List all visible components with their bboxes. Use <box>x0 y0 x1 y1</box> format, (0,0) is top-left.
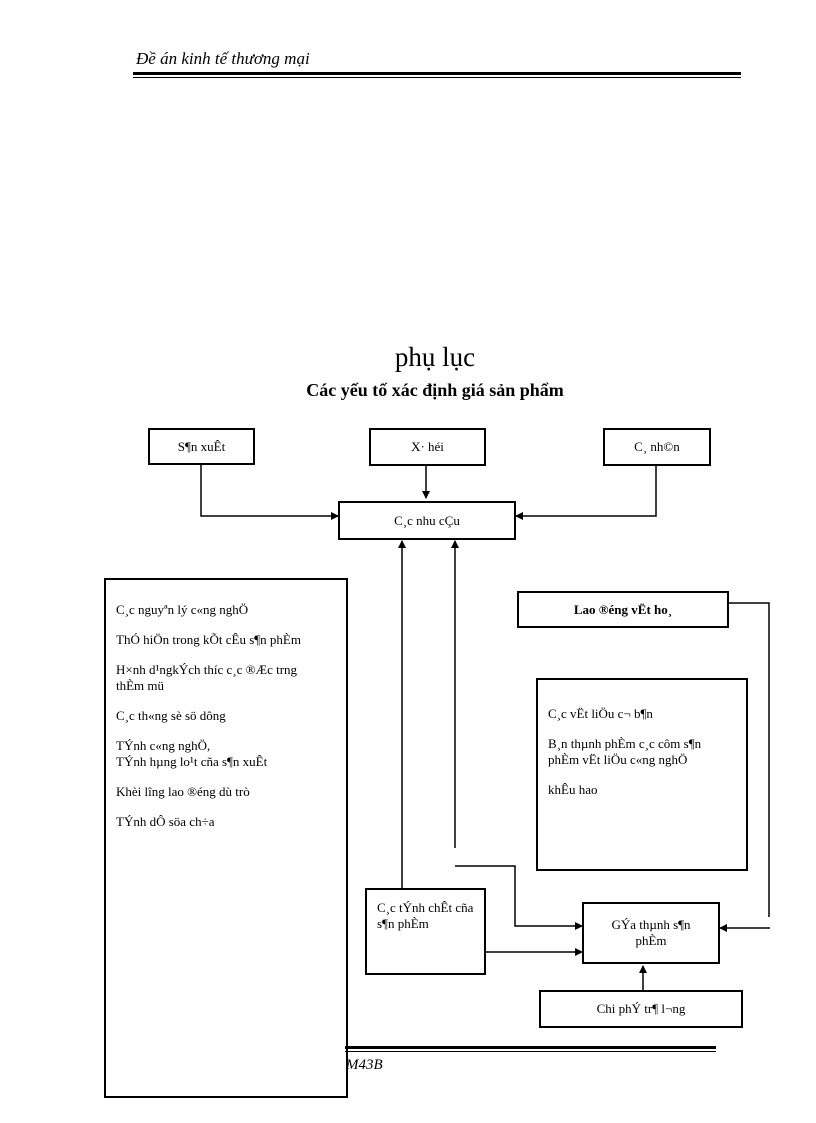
materials-item: C¸c vËt liÖu c¬ b¶n <box>548 706 653 721</box>
box-price-label: GÝa thµnh s¶n phÈm <box>611 917 691 948</box>
box-production-label: S¶n xuÊt <box>177 438 226 454</box>
materials-item: khÊu hao <box>548 782 598 797</box>
box-individual-label: C¸ nh©n <box>634 439 680 454</box>
left-panel-item: H×nh d¹ngkÝch thíc c¸c ®Æc trng thÈm mü <box>116 662 298 693</box>
materials-item: B¸n thµnh phÈm c¸c côm s¶n phÈm vËt liÖu… <box>548 736 702 767</box>
box-labor-label: Lao ®éng vËt ho¸ <box>573 601 673 617</box>
box-needs: C¸c nhu cÇu <box>338 501 516 540</box>
page-title: phụ lục <box>394 342 476 372</box>
box-society-label: X· héi <box>411 439 444 454</box>
header-title: Đề án kinh tế thương mại <box>136 49 310 68</box>
footer-rule-thin <box>345 1051 716 1052</box>
left-panel-item: ThÓ hiÖn trong kÕt cÊu s¶n phÈm <box>116 632 301 647</box>
box-properties-label: C¸c tÝnh chÊt cña s¶n phÈm <box>377 900 474 931</box>
box-production: S¶n xuÊt <box>148 428 255 465</box>
footer-rule <box>345 1046 716 1049</box>
left-panel-item: TÝnh dÔ söa ch÷a <box>116 814 215 829</box>
footer-code: M43B <box>346 1057 383 1073</box>
box-properties: C¸c tÝnh chÊt cña s¶n phÈm <box>365 888 486 975</box>
left-panel-item: C¸c nguyªn lý c«ng nghÖ <box>116 602 249 617</box>
header-rule <box>133 72 741 75</box>
left-panel-item: C¸c th«ng sè sö dông <box>116 708 226 723</box>
arrow-production-to-needs <box>200 465 339 520</box>
box-wage-label: Chi phÝ tr¶ l¬ng <box>596 1001 686 1016</box>
box-individual: C¸ nh©n <box>603 428 711 466</box>
materials-panel: C¸c vËt liÖu c¬ b¶n B¸n thµnh phÈm c¸c c… <box>536 678 748 871</box>
box-needs-label: C¸c nhu cÇu <box>394 512 460 528</box>
left-panel-item: TÝnh hµng lo¹t cña s¶n xuÊt <box>116 754 268 769</box>
header-rule-thin <box>133 77 741 78</box>
box-society: X· héi <box>369 428 486 466</box>
arrow-individual-to-needs <box>515 466 657 520</box>
box-labor: Lao ®éng vËt ho¸ <box>517 591 729 628</box>
box-price: GÝa thµnh s¶n phÈm <box>582 902 720 964</box>
page-subtitle: Các yếu tố xác định giá sản phẩm <box>306 380 564 400</box>
box-wage: Chi phÝ tr¶ l¬ng <box>539 990 743 1028</box>
left-panel-item: Khèi lîng lao ®éng dù trò <box>116 784 250 799</box>
left-panel-item: TÝnh c«ng nghÖ, <box>116 738 211 753</box>
left-panel: C¸c nguyªn lý c«ng nghÖ ThÓ hiÖn trong k… <box>104 578 348 1098</box>
